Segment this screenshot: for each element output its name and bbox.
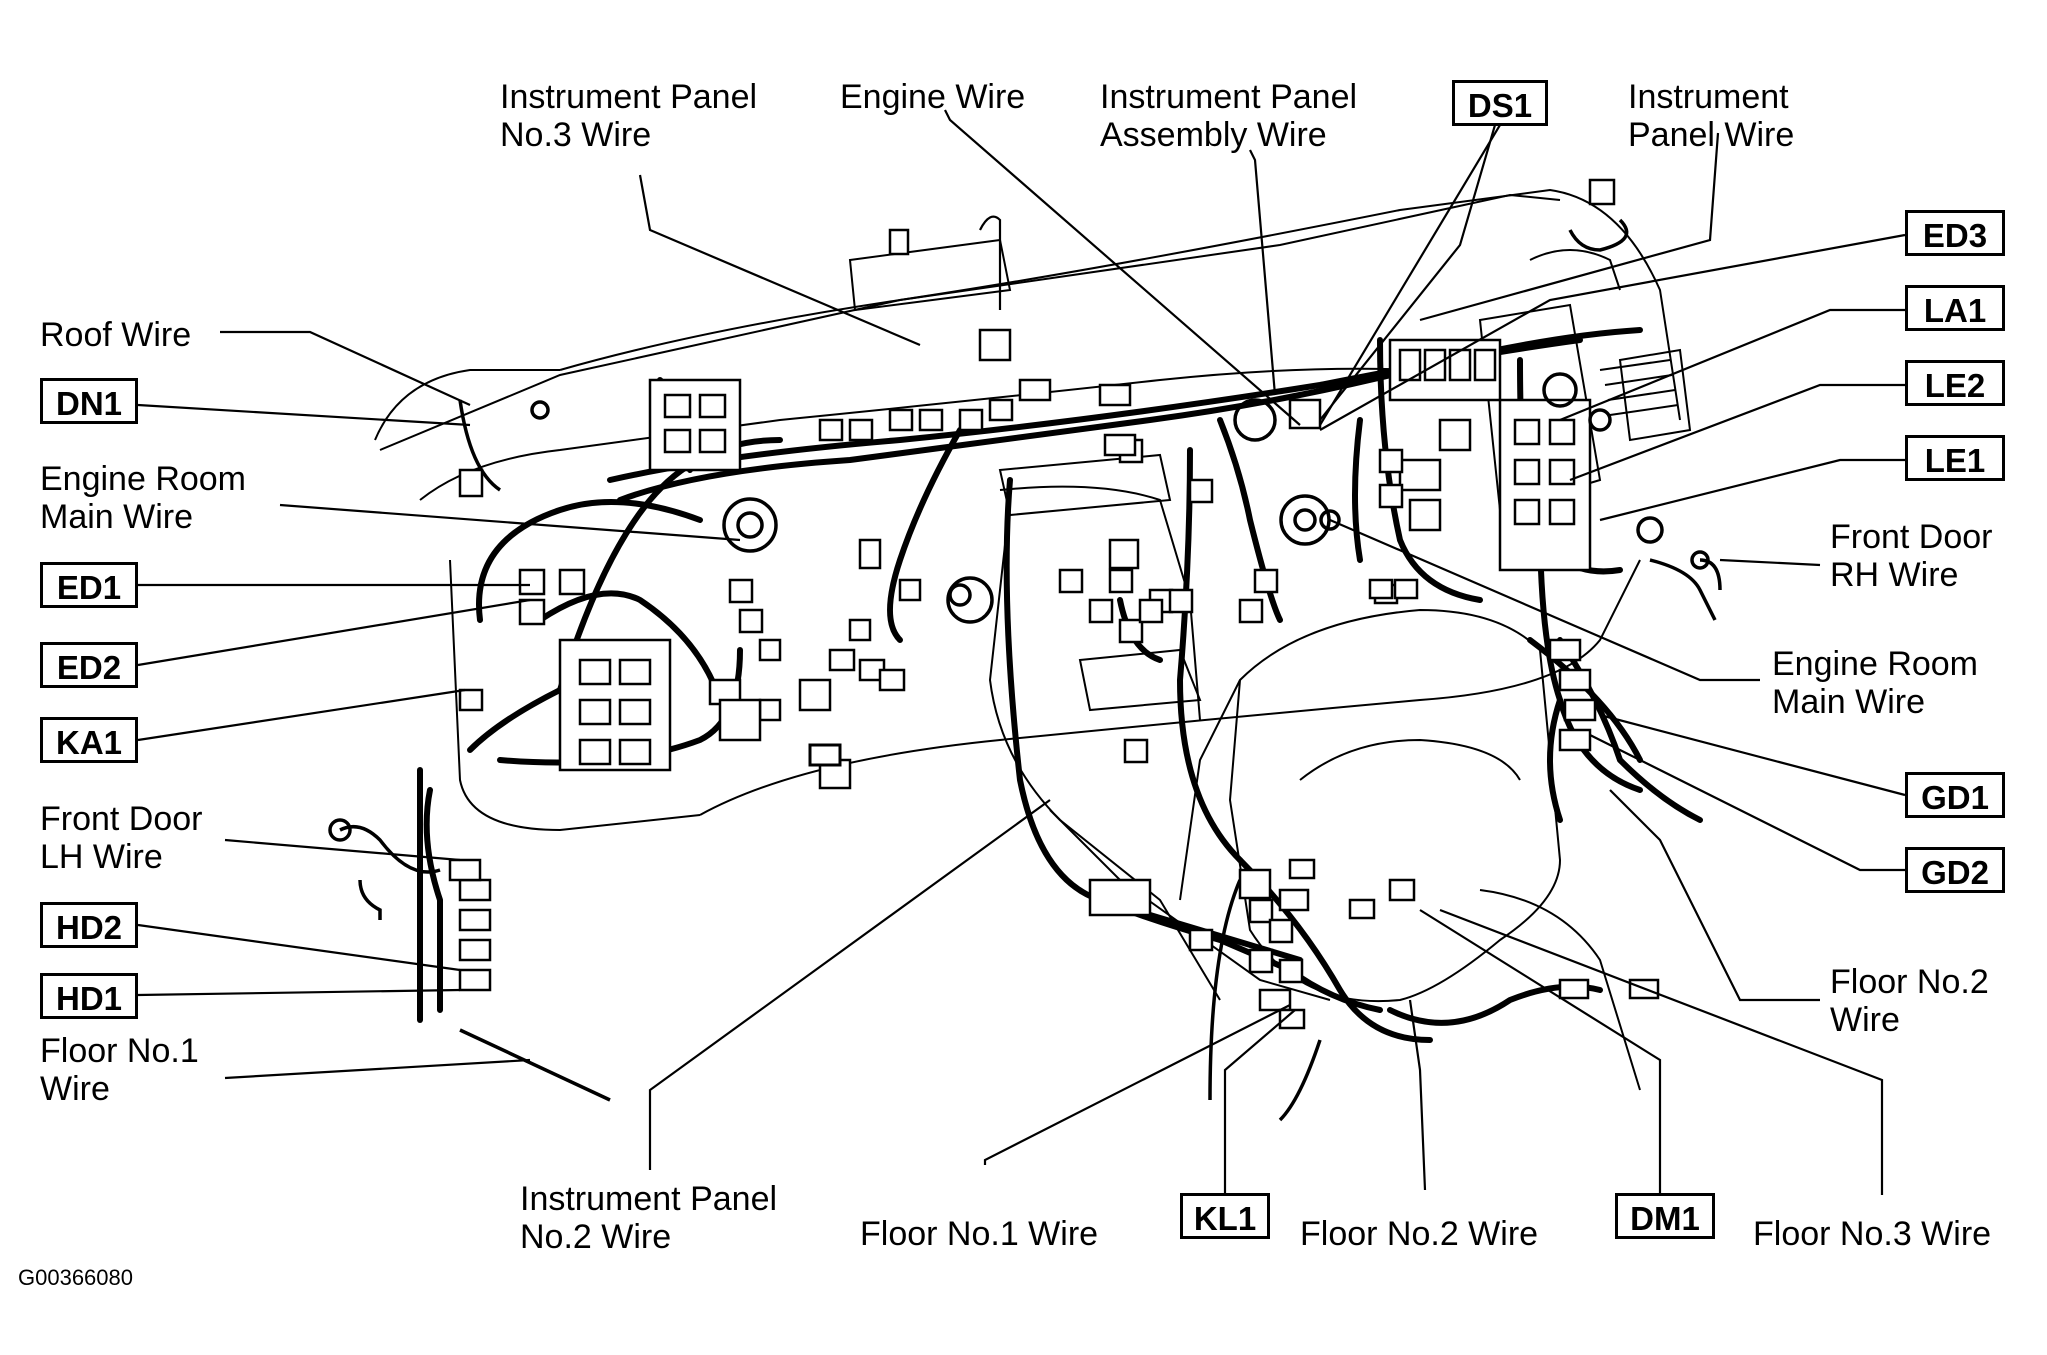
connector-ed3: ED3 [1905,210,2005,256]
figure-id: G00366080 [18,1265,133,1290]
wiring-harness [339,218,1722,1122]
label-engine-wire: Engine Wire [840,78,1026,116]
label-roof-wire: Roof Wire [40,316,192,354]
connector-le1: LE1 [1905,435,2005,481]
connector-la1: LA1 [1905,285,2005,331]
label-instrument-panel-no2-wire: Instrument Panel No.2 Wire [520,1180,778,1256]
connector-le2: LE2 [1905,360,2005,406]
connector-hd2: HD2 [40,902,138,948]
connector-gd2: GD2 [1905,847,2005,893]
connector-kl1: KL1 [1180,1193,1270,1239]
connector-dn1: DN1 [40,378,138,424]
connector-gd1: GD1 [1905,772,2005,818]
label-instrument-panel-assembly-wire: Instrument Panel Assembly Wire [1100,78,1358,154]
label-front-door-lh-wire: Front Door LH Wire [40,800,203,876]
label-floor-no2-wire-bottom: Floor No.2 Wire [1300,1215,1539,1253]
connector-ka1: KA1 [40,717,138,763]
label-floor-no2-wire-right: Floor No.2 Wire [1830,963,1989,1039]
connector-dm1: DM1 [1615,1193,1715,1239]
label-floor-no1-wire-left: Floor No.1 Wire [40,1032,199,1108]
label-instrument-panel-wire: Instrument Panel Wire [1628,78,1795,154]
label-instrument-panel-no3-wire: Instrument Panel No.3 Wire [500,78,758,154]
label-floor-no1-wire-bottom: Floor No.1 Wire [860,1215,1099,1253]
connector-blocks [328,178,1710,1030]
connector-hd1: HD1 [40,973,138,1019]
label-floor-no3-wire-bottom: Floor No.3 Wire [1753,1215,1992,1253]
label-engine-room-main-wire-right: Engine Room Main Wire [1772,645,1979,721]
connector-ed2: ED2 [40,642,138,688]
label-front-door-rh-wire: Front Door RH Wire [1830,518,1993,594]
label-engine-room-main-wire-left: Engine Room Main Wire [40,460,247,536]
leader-lines [137,109,1906,1195]
connector-ds1: DS1 [1452,80,1548,126]
connector-ed1: ED1 [40,562,138,608]
